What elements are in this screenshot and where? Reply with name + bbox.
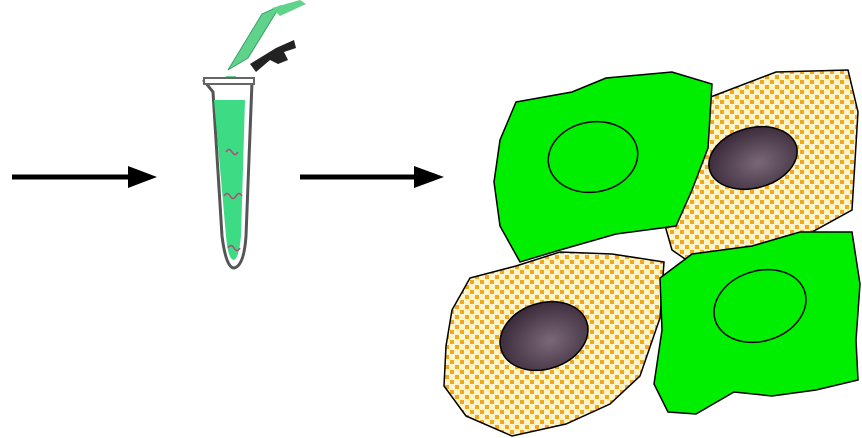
- tube-icon: [204, 0, 306, 268]
- output-arrow: [300, 166, 444, 188]
- input-arrow-head: [128, 166, 157, 188]
- cell-bottom-right: [654, 232, 860, 414]
- input-arrow: [12, 166, 157, 188]
- output-arrow-head: [414, 166, 444, 188]
- cell-population: [444, 70, 860, 436]
- pipette-body-icon: [272, 0, 306, 16]
- pipette-clamp-icon: [250, 40, 296, 72]
- tube-rim-icon: [204, 78, 254, 84]
